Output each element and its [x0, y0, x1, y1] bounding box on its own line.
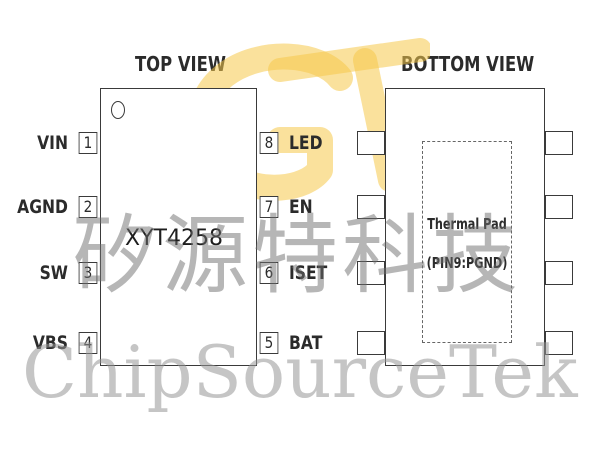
bottom-pad: [545, 195, 573, 219]
bottom-pad: [545, 131, 573, 155]
pin-number-6: 6: [259, 262, 279, 284]
pin-number-2: 2: [78, 196, 98, 218]
bottom-pad: [357, 131, 385, 155]
pin-label-vbs: VBS: [32, 332, 68, 354]
pin-label-iset: ISET: [289, 262, 328, 284]
pin-number-4: 4: [78, 332, 98, 354]
watermark-english: ChipSourceTek: [22, 330, 578, 414]
pin-label-led: LED: [289, 132, 323, 154]
pin-label-sw: SW: [39, 262, 68, 284]
thermal-pad: [422, 141, 512, 343]
bottom-pad: [545, 261, 573, 285]
pin-label-vin: VIN: [37, 132, 68, 154]
pin-label-en: EN: [289, 196, 313, 218]
pin-number-7: 7: [259, 196, 279, 218]
top-view-chip-body: [100, 88, 257, 366]
bottom-pad: [357, 261, 385, 285]
bottom-view-chip-body: [385, 88, 545, 366]
thermal-pad-pin-note: (PIN9:PGND): [426, 254, 508, 272]
pin-number-1: 1: [78, 132, 98, 154]
pin-number-5: 5: [259, 332, 279, 354]
pin-label-bat: BAT: [289, 332, 323, 354]
pin-number-8: 8: [259, 132, 279, 154]
bottom-pad: [357, 331, 385, 355]
pin-label-agnd: AGND: [17, 196, 68, 218]
thermal-pad-label: Thermal Pad: [427, 215, 507, 233]
bottom-pad: [357, 195, 385, 219]
pin1-marker-icon: [111, 101, 125, 119]
part-number: XYT4258: [125, 226, 223, 251]
pin-number-3: 3: [78, 262, 98, 284]
bottom-pad: [545, 331, 573, 355]
watermark-chinese: 矽源特科技: [72, 206, 522, 306]
